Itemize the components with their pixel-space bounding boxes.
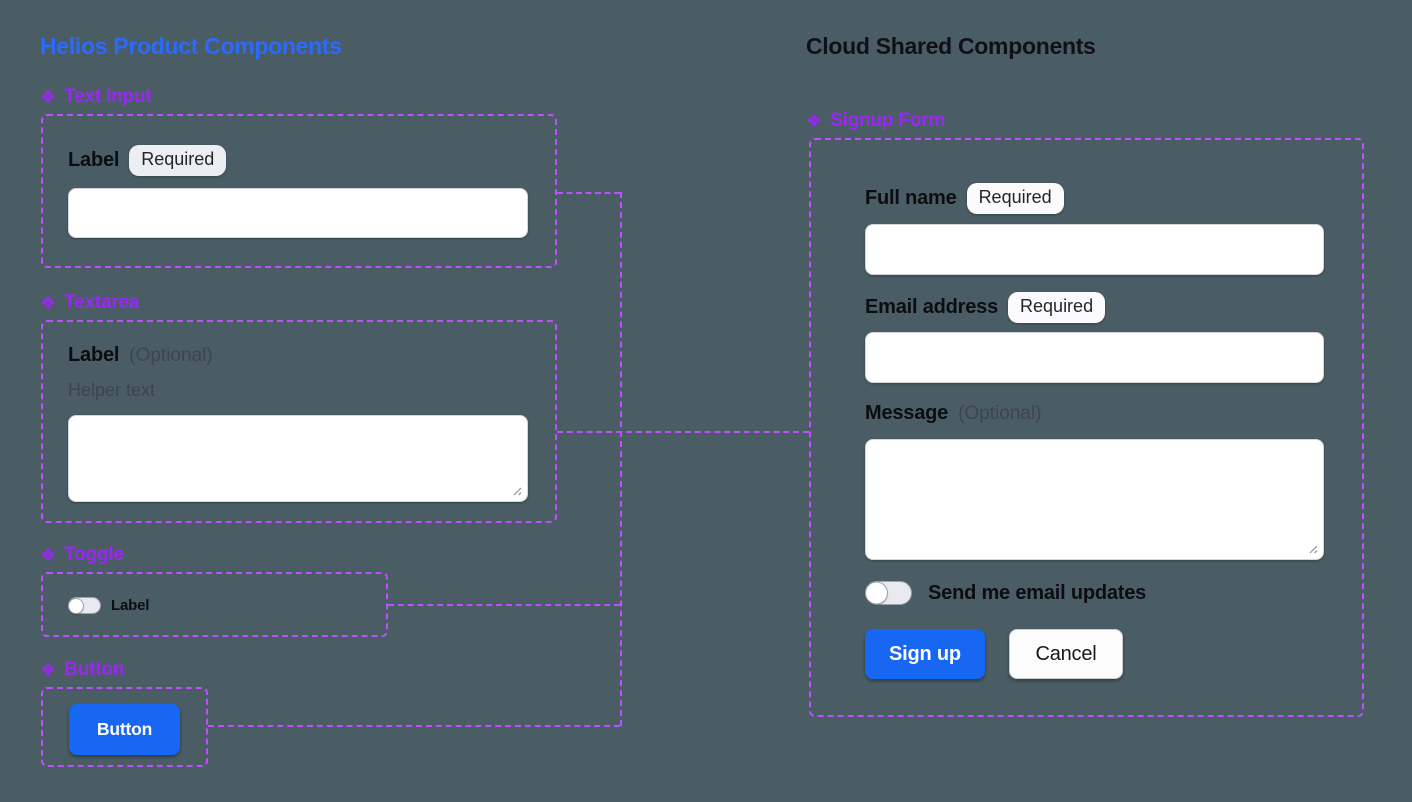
field-label: Message [865,402,949,424]
toggle-switch[interactable] [68,597,101,614]
helper-text: Helper text [68,380,156,400]
toggle-component-frame: Label [41,572,388,637]
full-name-input[interactable] [865,224,1324,275]
text-input-component-frame: Label Required [41,114,557,268]
signup-form-component-header: ❖ Signup Form [806,110,945,132]
connector-textarea-to-form [557,431,809,433]
toggle-label: Label [111,597,150,614]
component-header-label: Textarea [64,292,140,313]
component-header-label: Button [64,659,125,680]
connector-text-input [557,192,620,194]
component-icon: ❖ [40,660,57,680]
email-updates-label: Send me email updates [928,581,1147,604]
component-icon: ❖ [806,111,823,131]
component-header-label: Signup Form [830,110,946,131]
message-textarea-container [865,439,1324,560]
connector-trunk [620,192,622,726]
sample-button[interactable]: Button [69,704,180,755]
connector-button [208,725,620,727]
field-label: Label [68,344,120,366]
connector-toggle [388,604,620,606]
textarea-label-row: Label (Optional) [68,344,213,367]
text-input-field[interactable] [68,188,528,238]
component-header-label: Text Input [64,86,152,107]
field-label: Label [68,148,120,171]
signup-form-frame: Full name Required Email address Require… [809,138,1364,717]
textarea-component-header: ❖ Textarea [40,292,139,314]
required-badge: Required [1008,292,1106,323]
component-icon: ❖ [40,545,57,565]
textarea-component-frame: Label (Optional) Helper text [41,320,557,523]
text-input-label-row: Label Required [68,145,227,176]
optional-hint: (Optional) [958,402,1042,424]
text-input-component-header: ❖ Text Input [40,86,152,108]
toggle-knob [68,597,84,614]
optional-hint: (Optional) [129,344,213,366]
field-label: Full name [865,186,957,209]
button-component-header: ❖ Button [40,659,124,681]
email-label-row: Email address Required [865,292,1106,323]
cloud-panel-title: Cloud Shared Components [806,33,1096,59]
toggle-knob [865,581,888,605]
required-badge: Required [129,145,227,176]
button-component-frame: Button [41,687,208,767]
message-label-row: Message (Optional) [865,402,1042,425]
helios-panel-title: Helios Product Components [40,33,342,59]
textarea-field[interactable] [69,416,527,501]
toggle-component-header: ❖ Toggle [40,544,124,566]
email-input[interactable] [865,332,1324,383]
full-name-label-row: Full name Required [865,183,1064,214]
required-badge: Required [966,183,1064,214]
component-icon: ❖ [40,87,57,107]
textarea-container [68,415,528,502]
cancel-button[interactable]: Cancel [1009,629,1123,679]
component-icon: ❖ [40,293,57,313]
email-updates-toggle[interactable] [865,581,912,605]
email-updates-toggle-row: Send me email updates [865,581,1146,605]
message-textarea[interactable] [866,440,1323,559]
field-label: Email address [865,295,999,318]
toggle-row: Label [68,597,149,614]
component-header-label: Toggle [64,544,124,565]
sign-up-button[interactable]: Sign up [865,629,985,679]
